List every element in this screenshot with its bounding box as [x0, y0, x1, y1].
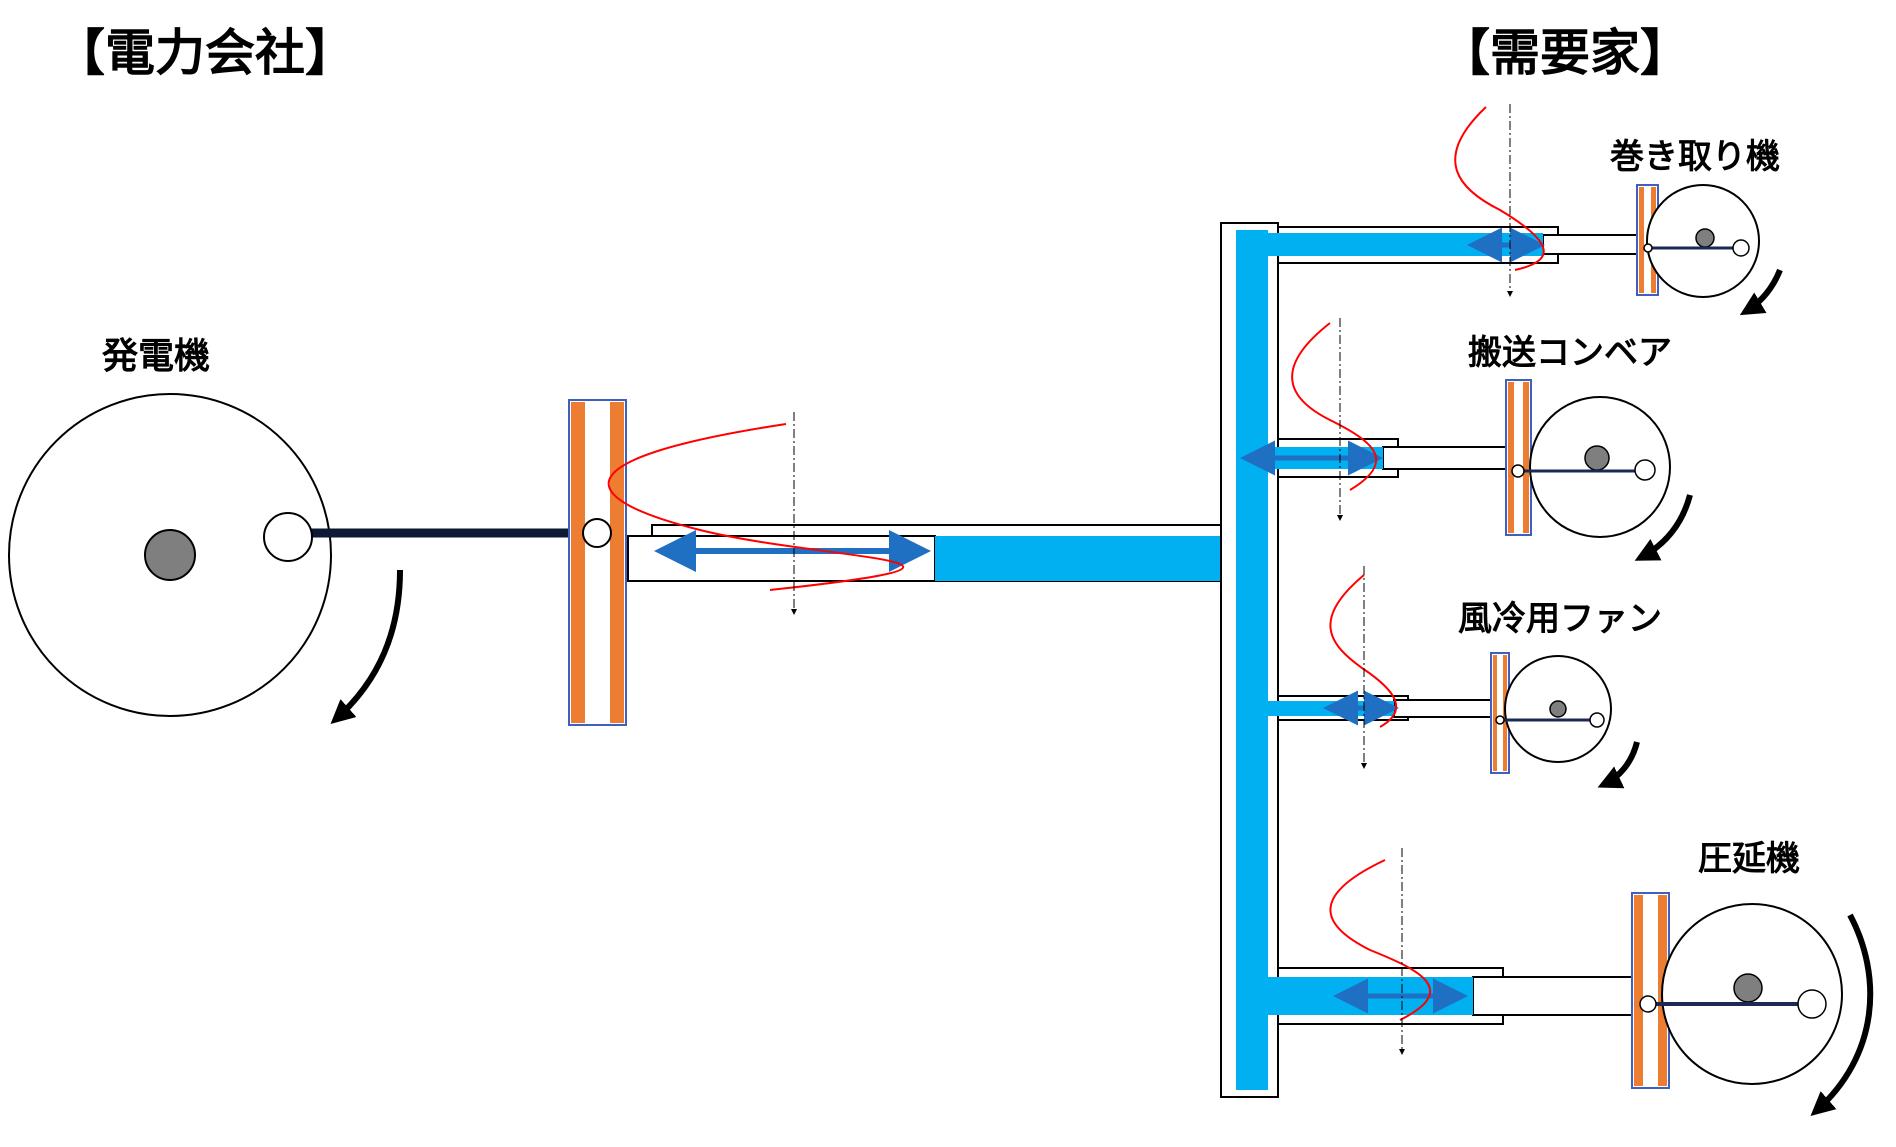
main-sine-wave — [607, 423, 905, 591]
generator-hub — [144, 529, 196, 581]
winder-piston-pin — [1643, 243, 1653, 253]
generator-label: 発電機 — [102, 336, 210, 377]
generator-crank-pin — [263, 512, 313, 562]
winder-crank-pin — [1732, 239, 1750, 257]
fan-sine-wave — [1329, 574, 1398, 728]
rolling-mill-branch — [1268, 848, 1639, 1055]
heading-power-company: 【電力会社】 — [55, 24, 355, 82]
fan-branch — [1268, 566, 1493, 769]
winder-rotation-arrow — [1739, 268, 1783, 316]
fan-label: 風冷用ファン — [1458, 599, 1662, 639]
generator-piston-pin — [582, 518, 612, 548]
generator: 発電機 — [8, 336, 595, 724]
fan-piston-pin — [1495, 715, 1505, 725]
winder: 巻き取り機 — [1610, 137, 1783, 316]
generator-rotation-arrow — [330, 569, 403, 724]
manifold-fluid — [1236, 230, 1268, 1090]
conveyor-piston-plate — [1505, 379, 1532, 536]
conveyor-crank-pin — [1634, 459, 1656, 481]
rolling-mill-sine-wave — [1329, 859, 1431, 1021]
fan-hub — [1549, 700, 1567, 718]
manifold — [1220, 222, 1279, 1098]
conveyor-rotation-arrow — [1634, 494, 1693, 561]
winder-branch — [1268, 104, 1644, 297]
fan-rotation-arrow — [1597, 741, 1640, 789]
rolling-mill-crank-pin — [1797, 989, 1827, 1019]
main-pipe-fluid — [935, 536, 1240, 581]
rolling-mill-piston-pin — [1639, 995, 1657, 1013]
winder-hub — [1695, 228, 1715, 248]
rolling-mill-hub — [1733, 973, 1763, 1003]
winder-sine-wave — [1454, 106, 1545, 271]
conveyor-hub — [1584, 445, 1610, 471]
winder-label: 巻き取り機 — [1610, 137, 1780, 177]
heading-consumer: 【需要家】 — [1440, 24, 1690, 82]
rolling-mill: 圧延機 — [1631, 839, 1874, 1116]
rolling-mill-label: 圧延機 — [1698, 839, 1800, 879]
conveyor-label: 搬送コンベア — [1468, 333, 1672, 373]
rolling-mill-rotation-arrow — [1810, 913, 1874, 1116]
conveyor-piston-pin — [1511, 464, 1525, 478]
conveyor-sine-wave — [1291, 322, 1377, 491]
fan: 風冷用ファン — [1458, 599, 1662, 789]
fan-crank-pin — [1589, 712, 1605, 728]
generator-piston-plate — [568, 399, 627, 726]
conveyor: 搬送コンベア — [1468, 333, 1693, 561]
conveyor-branch — [1240, 318, 1512, 521]
